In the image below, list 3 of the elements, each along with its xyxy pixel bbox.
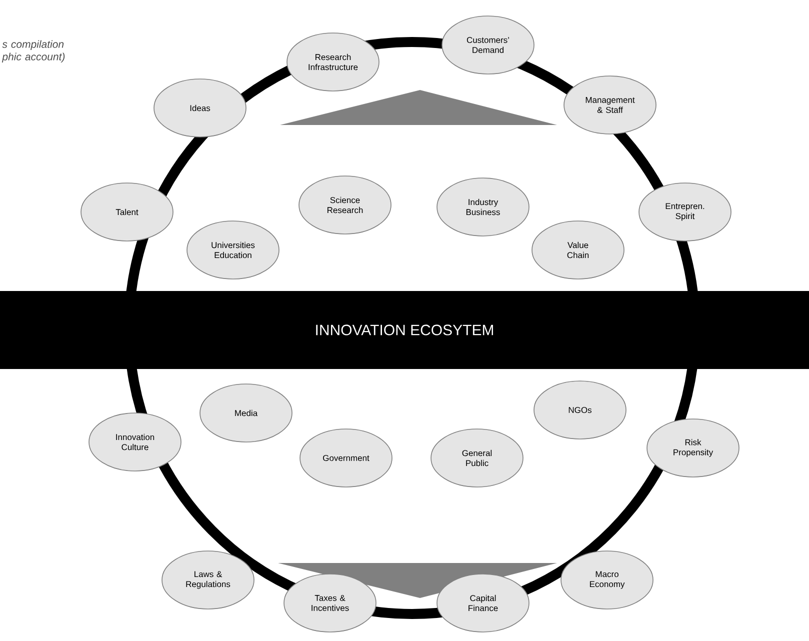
triangle [280, 90, 557, 125]
note: s compilation phic account) [2, 40, 65, 62]
title-band: INNOVATION ECOSYTEM [0, 291, 809, 369]
